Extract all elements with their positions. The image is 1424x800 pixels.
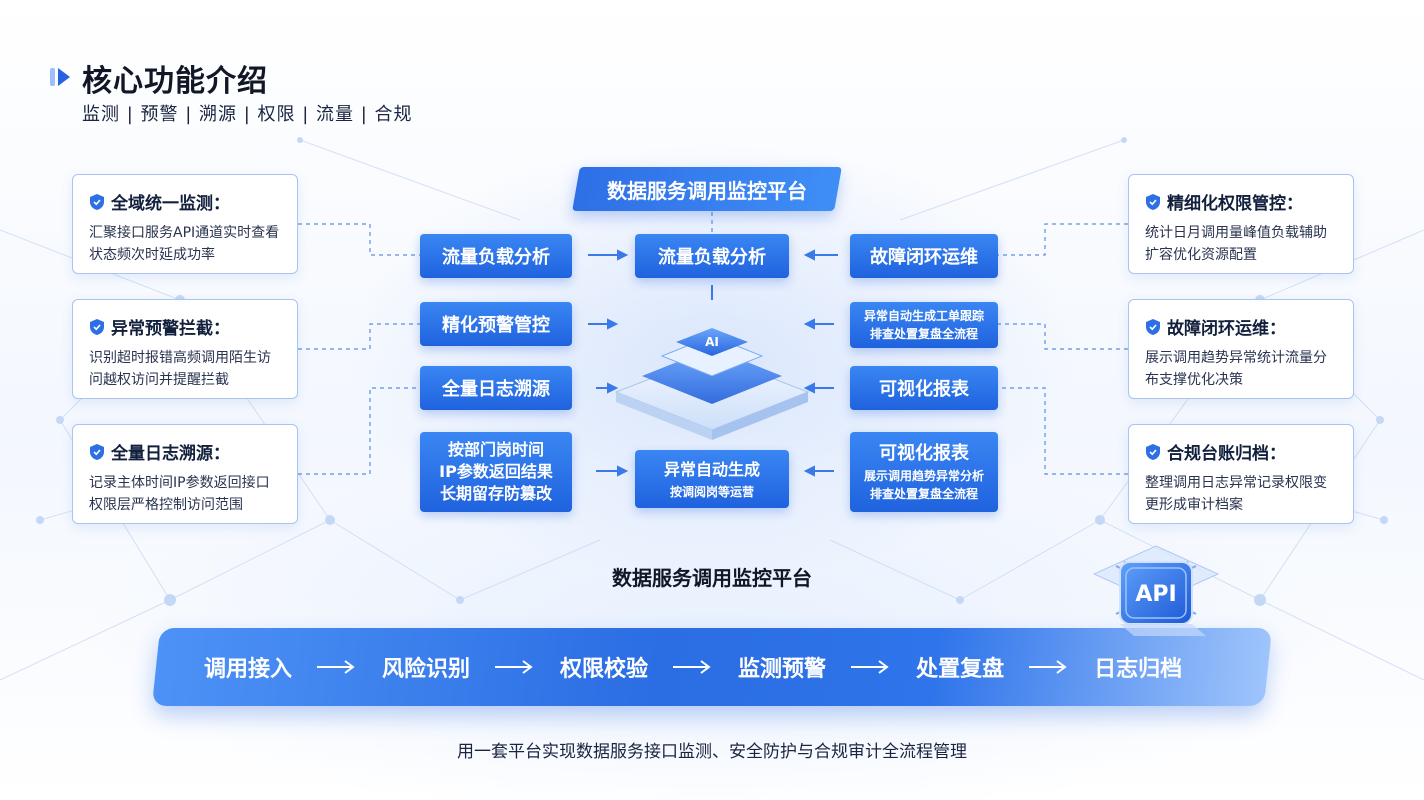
feature-card-title: 全域统一监测： bbox=[111, 194, 230, 214]
node-report-line: 排查处置复盘全流程 bbox=[869, 487, 978, 501]
header-marker-icon bbox=[50, 68, 70, 86]
feature-card-title: 异常预警拦截： bbox=[111, 319, 230, 339]
flow-step: 权限校验 bbox=[560, 657, 649, 682]
shield-icon bbox=[1146, 193, 1160, 210]
node-log-detail-line: 按部门岗时间 bbox=[447, 440, 544, 459]
flow-step: 日志归档 bbox=[1094, 657, 1183, 682]
feature-card-desc: 汇聚接口服务API通道实时查看状态频次时延成功率 bbox=[89, 225, 280, 263]
feature-card-desc: 记录主体时间IP参数返回接口权限层严格控制访问范围 bbox=[89, 475, 270, 513]
arrow-right-icon bbox=[292, 660, 382, 674]
feature-card-right-2: 故障闭环运维： 展示调用趋势异常统计流量分布支撑优化决策 bbox=[1128, 299, 1354, 399]
flow-step: 调用接入 bbox=[204, 657, 293, 682]
arrow-right-icon bbox=[1004, 660, 1094, 674]
ai-platform-icon: AI bbox=[614, 328, 810, 440]
platform-caption: 数据服务调用监控平台 bbox=[612, 566, 812, 590]
node-traffic-analysis-center: 流量负载分析 bbox=[635, 234, 789, 278]
node-ticket-tracking: 异常自动生成工单跟踪 排查处置复盘全流程 bbox=[850, 302, 998, 348]
feature-card-desc: 识别超时报错高频调用陌生访问越权访问并提醒拦截 bbox=[89, 350, 271, 388]
arrow-right-icon bbox=[826, 660, 916, 674]
node-traffic-analysis: 流量负载分析 bbox=[420, 234, 572, 278]
feature-card-right-3: 合规台账归档： 整理调用日志异常记录权限变更形成审计档案 bbox=[1128, 424, 1354, 524]
feature-card-desc: 统计日月调用量峰值负载辅助扩容优化资源配置 bbox=[1145, 225, 1327, 263]
shield-icon bbox=[1146, 443, 1160, 460]
node-auto-generate-title: 异常自动生成 bbox=[663, 460, 760, 479]
node-report-title: 可视化报表 bbox=[879, 443, 969, 464]
shield-icon bbox=[90, 443, 104, 460]
node-ticket-line: 排查处置复盘全流程 bbox=[869, 327, 978, 341]
flow-step: 监测预警 bbox=[738, 657, 827, 682]
feature-card-left-2: 异常预警拦截： 识别超时报错高频调用陌生访问越权访问并提醒拦截 bbox=[72, 299, 298, 399]
api-chip-label: API bbox=[1135, 582, 1176, 607]
api-chip-icon: API bbox=[1092, 545, 1220, 636]
arrow-right-icon bbox=[648, 660, 738, 674]
feature-card-right-1: 精细化权限管控： 统计日月调用量峰值负载辅助扩容优化资源配置 bbox=[1128, 174, 1354, 274]
ai-label: AI bbox=[705, 335, 719, 349]
node-report-detail: 可视化报表 展示调用趋势异常分析 排查处置复盘全流程 bbox=[850, 432, 998, 512]
platform-banner-label: 数据服务调用监控平台 bbox=[607, 178, 807, 203]
feature-card-title: 故障闭环运维： bbox=[1167, 319, 1286, 339]
feature-card-desc: 展示调用趋势异常统计流量分布支撑优化决策 bbox=[1145, 350, 1327, 388]
node-report-line: 展示调用趋势异常分析 bbox=[863, 469, 984, 483]
node-visual-report: 可视化报表 bbox=[850, 366, 998, 410]
node-ticket-line: 异常自动生成工单跟踪 bbox=[863, 309, 984, 323]
shield-icon bbox=[90, 318, 104, 335]
feature-card-left-3: 全量日志溯源： 记录主体时间IP参数返回接口权限层严格控制访问范围 bbox=[72, 424, 298, 524]
flow-step: 处置复盘 bbox=[916, 657, 1005, 682]
node-alert-control: 精化预警管控 bbox=[420, 302, 572, 346]
node-log-detail: 按部门岗时间 IP参数返回结果 长期留存防篡改 bbox=[420, 432, 572, 512]
arrow-right-icon bbox=[470, 660, 560, 674]
flow-step: 风险识别 bbox=[382, 657, 471, 682]
node-fault-ops: 故障闭环运维 bbox=[850, 234, 998, 278]
footer-caption: 用一套平台实现数据服务接口监测、安全防护与合规审计全流程管理 bbox=[457, 742, 967, 762]
process-flow: 调用接入 风险识别 权限校验 监测预警 处置复盘 日志归档 bbox=[176, 628, 1246, 706]
page-title: 核心功能介绍 bbox=[82, 64, 268, 99]
feature-card-desc: 整理调用日志异常记录权限变更形成审计档案 bbox=[1145, 475, 1327, 513]
node-log-trace: 全量日志溯源 bbox=[420, 366, 572, 410]
shield-icon bbox=[90, 193, 104, 210]
feature-card-left-1: 全域统一监测： 汇聚接口服务API通道实时查看状态频次时延成功率 bbox=[72, 174, 298, 274]
node-log-detail-line: 长期留存防篡改 bbox=[439, 484, 552, 503]
node-auto-generate: 异常自动生成 按调阅岗等运营 bbox=[635, 450, 789, 508]
feature-card-title: 全量日志溯源： bbox=[111, 444, 230, 464]
page-subtitle: 监测 | 预警 | 溯源 | 权限 | 流量 | 合规 bbox=[82, 104, 413, 125]
shield-icon bbox=[1146, 318, 1160, 335]
feature-card-title: 精细化权限管控： bbox=[1167, 194, 1303, 214]
feature-card-title: 合规台账归档： bbox=[1167, 444, 1286, 464]
node-auto-generate-sub: 按调阅岗等运营 bbox=[669, 485, 754, 499]
node-log-detail-line: IP参数返回结果 bbox=[439, 462, 553, 481]
